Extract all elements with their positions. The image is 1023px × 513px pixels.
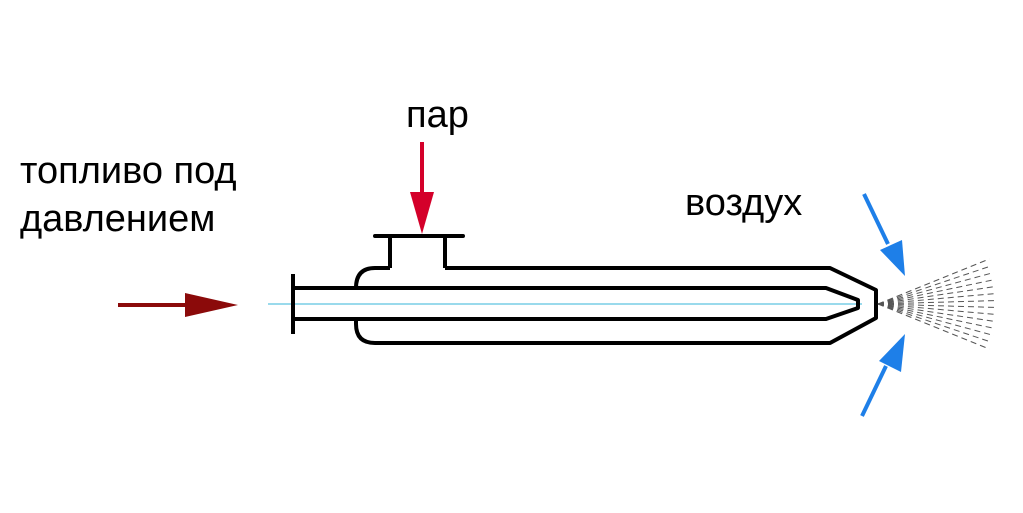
air-arrow-top — [862, 193, 905, 276]
inner-fuel-tube — [291, 274, 860, 334]
spray-line — [877, 303, 996, 330]
spray-line — [877, 303, 992, 343]
steam-arrow — [410, 142, 434, 234]
spray-line — [877, 303, 997, 323]
fuel-label-line1: топливо под — [20, 150, 237, 192]
spray-line — [877, 303, 998, 308]
spray-line — [877, 303, 994, 336]
air-arrow-bottom — [860, 334, 905, 417]
spray-line — [877, 265, 992, 305]
spray-line — [877, 303, 990, 350]
spray-line — [877, 300, 998, 305]
steam-label: пар — [406, 94, 469, 136]
fuel-arrow — [118, 293, 238, 317]
air-label: воздух — [685, 182, 803, 224]
spray-line — [877, 278, 996, 305]
spray-line — [877, 258, 990, 305]
spray-cone — [877, 258, 998, 350]
fuel-label-line2: давлением — [20, 198, 216, 240]
outer-steam-jacket — [354, 234, 878, 345]
spray-line — [877, 272, 994, 305]
spray-line — [877, 285, 997, 305]
